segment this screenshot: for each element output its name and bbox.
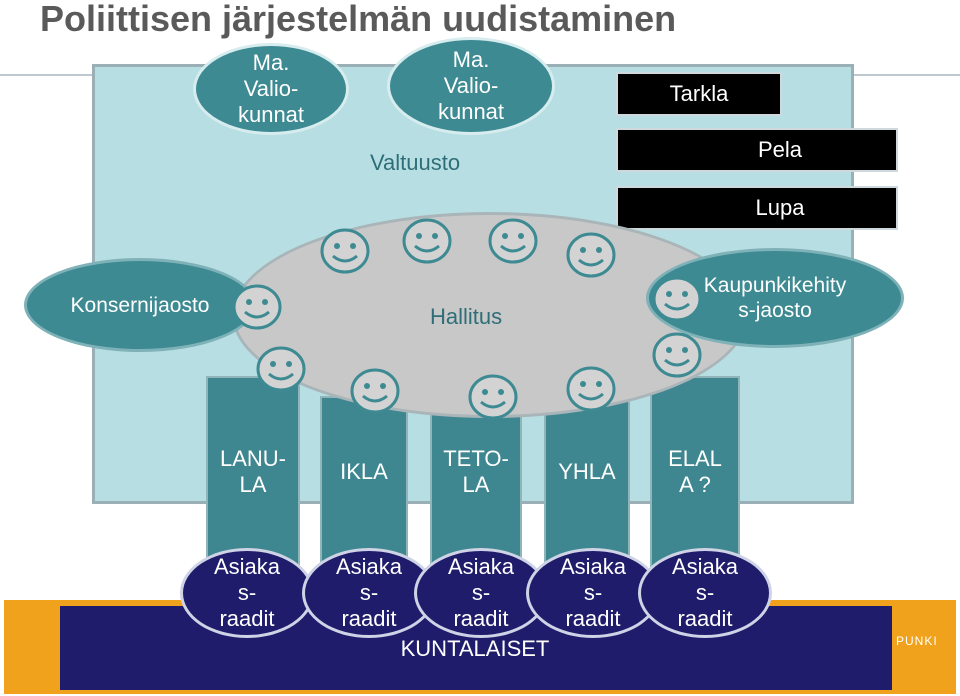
smiley-face-icon — [256, 346, 306, 392]
valtuusto-label: Valtuusto — [370, 150, 461, 175]
board-lupa: Lupa — [616, 186, 898, 230]
brand-logo-text: PUNKI — [896, 634, 938, 648]
customer-council-oval-2: Asiaka s- raadit — [302, 548, 436, 638]
smiley-face-icon — [566, 366, 616, 412]
smiley-face-icon — [566, 232, 616, 278]
pillar-elala — [650, 376, 740, 572]
smiley-face-icon — [402, 218, 452, 264]
committee-oval-2: Ma. Valio- kunnat — [390, 40, 552, 132]
customer-council-oval-5: Asiaka s- raadit — [638, 548, 772, 638]
smiley-face-icon — [350, 368, 400, 414]
hallitus-label: Hallitus — [430, 304, 503, 329]
pillar-elala-label: ELAL A ? — [668, 446, 722, 497]
customer-council-oval-1: Asiaka s- raadit — [180, 548, 314, 638]
customer-council-oval-3: Asiaka s- raadit — [414, 548, 548, 638]
board-tarkla: Tarkla — [616, 72, 782, 116]
smiley-face-icon — [320, 228, 370, 274]
pillar-lanula-label: LANU- LA — [219, 446, 286, 497]
kuntalaiset-label: KUNTALAISET — [400, 636, 550, 661]
board-pela: Pela — [616, 128, 898, 172]
smiley-face-icon — [232, 284, 282, 330]
smiley-face-icon — [488, 218, 538, 264]
smiley-face-icon — [652, 332, 702, 378]
smiley-face-icon — [652, 276, 702, 322]
customer-council-oval-4: Asiaka s- raadit — [526, 548, 660, 638]
pillar-yhla-label: YHLA — [558, 459, 616, 484]
konsernijaosto-oval: Konsernijaosto — [24, 258, 256, 352]
pillar-ikla-label: IKLA — [340, 459, 388, 484]
pillar-tetola-label: TETO- LA — [443, 446, 509, 497]
page-title: Poliittisen järjestelmän uudistaminen — [40, 0, 677, 39]
smiley-face-icon — [468, 374, 518, 420]
committee-oval-1: Ma. Valio- kunnat — [196, 46, 346, 132]
pillar-lanula — [206, 376, 300, 572]
